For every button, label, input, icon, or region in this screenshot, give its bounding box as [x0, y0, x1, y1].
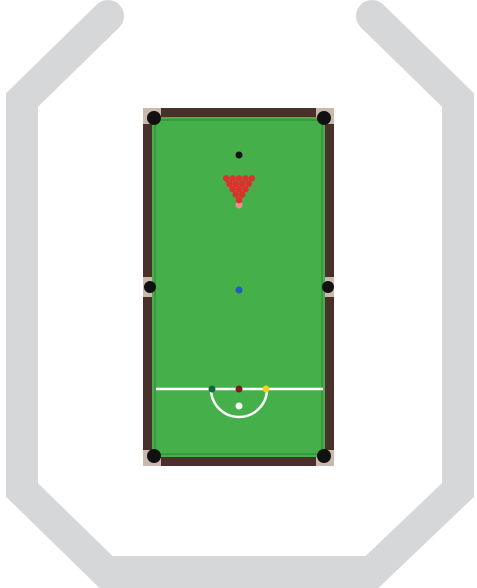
- red-ball: [229, 175, 236, 182]
- pocket-bottom-right: [317, 449, 331, 463]
- pocket-top-left: [147, 111, 161, 125]
- green-ball: [209, 386, 216, 393]
- pocket-bottom-left: [147, 449, 161, 463]
- brown-ball: [236, 386, 243, 393]
- blue-ball: [236, 287, 243, 294]
- yellow-ball: [263, 386, 270, 393]
- cue-ball: [236, 403, 243, 410]
- pocket-middle-left: [144, 281, 156, 293]
- red-ball: [236, 175, 243, 182]
- pocket-top-right: [317, 111, 331, 125]
- red-ball: [223, 175, 230, 182]
- black-ball: [236, 152, 243, 159]
- red-ball: [242, 175, 249, 182]
- red-ball: [249, 175, 256, 182]
- pocket-middle-right: [322, 281, 334, 293]
